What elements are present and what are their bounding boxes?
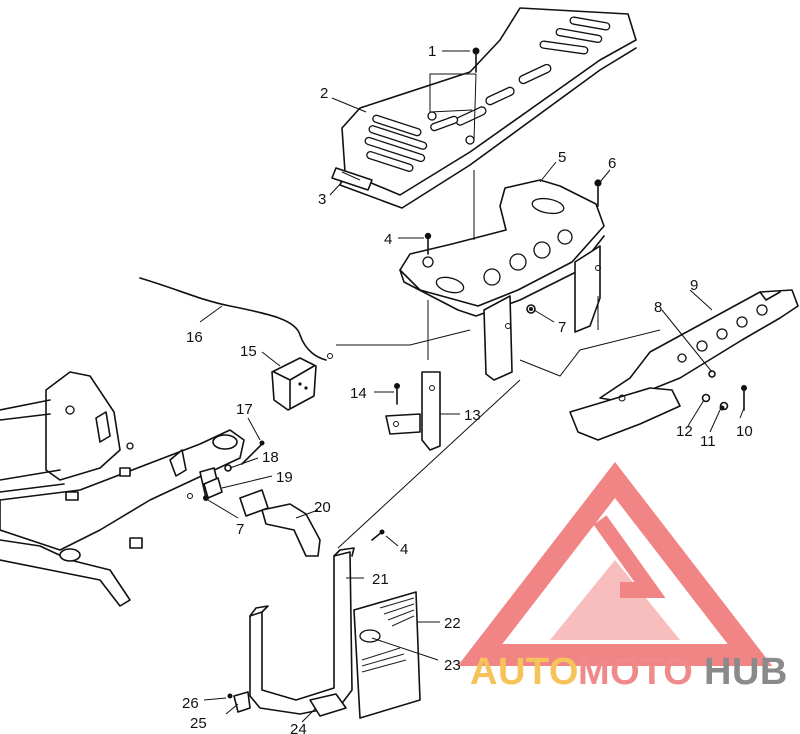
nut-7-upper: [526, 304, 536, 314]
callout-21: 21: [372, 571, 389, 588]
callout-5: 5: [558, 149, 566, 166]
rubber-connector: [239, 489, 385, 557]
mounting-bracket: [399, 179, 605, 381]
watermark-text: AUTO MOTO HUB: [470, 651, 788, 693]
callout-6: 6: [608, 155, 616, 172]
callout-15: 15: [240, 343, 257, 360]
callout-4-lower: 4: [400, 541, 408, 558]
wire-harness: [139, 277, 333, 411]
callout-7-lower: 7: [236, 521, 244, 538]
fastener-4-upper: [424, 232, 432, 255]
callout-labels: 1 2 3 4 5 6 7 8 9 10 11 12 13 14 15 16 1…: [182, 43, 753, 734]
callout-3: 3: [318, 191, 326, 208]
callout-16: 16: [186, 329, 203, 346]
assembly-guidelines: [336, 170, 661, 549]
callout-26: 26: [182, 695, 199, 712]
front-bumper: [569, 289, 799, 441]
callout-1: 1: [428, 43, 436, 60]
screw-1: [429, 47, 480, 141]
watermark-logo: [457, 461, 773, 666]
bumper-fasteners: [701, 370, 747, 411]
footrest-board: [331, 7, 637, 209]
watermark-auto: AUTO: [470, 651, 579, 693]
callout-18: 18: [262, 449, 279, 466]
callout-20: 20: [314, 499, 331, 516]
callout-12: 12: [676, 423, 693, 440]
vehicle-frame: [0, 371, 245, 607]
fasteners-17-19: [203, 440, 265, 501]
callout-8: 8: [654, 299, 662, 316]
small-bracket: [385, 371, 441, 451]
callout-25: 25: [190, 715, 207, 732]
callout-11: 11: [700, 433, 716, 450]
callout-leaders: [199, 50, 745, 723]
guard-tube: [227, 547, 355, 717]
callout-19: 19: [276, 469, 293, 486]
watermark-hub: HUB: [704, 651, 788, 693]
callout-7-upper: 7: [558, 319, 566, 336]
callout-13: 13: [464, 407, 481, 424]
callout-2: 2: [320, 85, 328, 102]
callout-17: 17: [236, 401, 253, 418]
mud-flap: [353, 591, 421, 719]
callout-23: 23: [444, 657, 461, 674]
callout-24: 24: [290, 721, 307, 734]
callout-9: 9: [690, 277, 698, 294]
callout-4-upper: 4: [384, 231, 392, 248]
callout-14: 14: [350, 385, 367, 402]
fastener-6: [594, 179, 602, 207]
watermark-moto: MOTO: [578, 651, 693, 693]
callout-10: 10: [736, 423, 753, 440]
callout-22: 22: [444, 615, 461, 632]
